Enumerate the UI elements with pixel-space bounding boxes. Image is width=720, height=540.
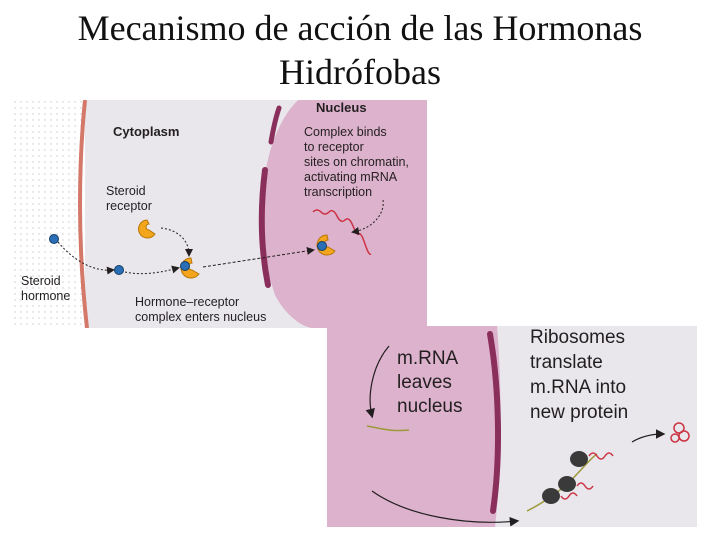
nuclear-envelope-upper: [268, 105, 282, 145]
slide-title-line-1: Mecanismo de acción de las Hormonas: [77, 8, 643, 48]
svg-text:Hormone–receptor: Hormone–receptor: [135, 295, 239, 309]
svg-text:m.RNA: m.RNA: [397, 348, 459, 369]
svg-text:complex enters nucleus: complex enters nucleus: [135, 310, 266, 324]
nascent-protein: [576, 482, 594, 490]
hormone-to-receptor-arrow: [124, 265, 180, 275]
complex-binds-label: Complex binds to receptor sites on chrom…: [304, 125, 409, 199]
svg-text:Ribosomes: Ribosomes: [530, 327, 625, 348]
steroid-hormone-outside: [49, 234, 59, 244]
slide-title: Mecanismo de acción de las Hormonas Hidr…: [0, 6, 720, 94]
nucleus-label: Nucleus: [316, 100, 367, 115]
mrna-strand: [366, 425, 410, 432]
nuclear-hormone: [317, 241, 327, 251]
svg-text:transcription: transcription: [304, 185, 372, 199]
translation-diagram: m.RNA leaves nucleus Ribosomes translate…: [327, 326, 697, 527]
mrna-transcript: [312, 209, 372, 256]
protein-release-arrow: [631, 429, 666, 443]
svg-text:Steroid: Steroid: [21, 274, 61, 288]
transcription-arrow: [351, 199, 384, 235]
svg-text:sites on chromatin,: sites on chromatin,: [304, 155, 409, 169]
nucleus-region-bottom: [327, 326, 501, 527]
hormone-receptor-complex-label: Hormone–receptor complex enters nucleus: [135, 295, 266, 324]
mrna-exit-arrow: [365, 345, 390, 419]
nuclear-envelope-bottom: [487, 331, 502, 514]
svg-text:leaves: leaves: [397, 372, 452, 393]
plasma-membrane: [78, 100, 89, 328]
svg-text:receptor: receptor: [106, 199, 152, 213]
svg-text:m.RNA into: m.RNA into: [530, 377, 626, 398]
complex-to-nucleus-arrow: [202, 246, 315, 268]
ribosome: [570, 451, 588, 467]
translation-panel: m.RNA leaves nucleus Ribosomes translate…: [327, 326, 697, 527]
steroid-receptor: [138, 219, 156, 239]
mrna-leaves-nucleus-label: m.RNA leaves nucleus: [397, 348, 463, 417]
ribosomes-translate-label: Ribosomes translate m.RNA into new prote…: [530, 327, 628, 423]
new-protein: [670, 422, 690, 443]
nascent-protein: [560, 492, 578, 500]
steroid-entry-panel: Cytoplasm Nucleus Steroid receptor Stero…: [13, 100, 427, 328]
steroid-entry-diagram: Cytoplasm Nucleus Steroid receptor Stero…: [13, 100, 427, 328]
svg-text:hormone: hormone: [21, 289, 70, 303]
ribosome: [542, 488, 560, 504]
svg-text:new protein: new protein: [530, 402, 628, 423]
svg-text:nucleus: nucleus: [397, 396, 463, 417]
steroid-receptor-label: Steroid receptor: [106, 184, 152, 213]
svg-text:activating mRNA: activating mRNA: [304, 170, 398, 184]
svg-text:Complex binds: Complex binds: [304, 125, 387, 139]
svg-text:Steroid: Steroid: [106, 184, 146, 198]
bound-hormone: [180, 261, 190, 271]
steroid-hormone-inside: [114, 265, 124, 275]
slide-title-line-2: Hidrófobas: [279, 52, 441, 92]
hormone-entry-arrow: [57, 241, 115, 275]
steroid-hormone-label: Steroid hormone: [21, 274, 70, 303]
nuclear-envelope: [258, 167, 271, 288]
nascent-protein: [588, 452, 614, 460]
ribosome: [558, 476, 576, 492]
nucleus-region: [262, 100, 427, 328]
svg-text:translate: translate: [530, 352, 603, 373]
nuclear-export-arrow: [371, 490, 520, 527]
svg-text:to receptor: to receptor: [304, 140, 364, 154]
cytoplasm-label: Cytoplasm: [113, 124, 179, 139]
